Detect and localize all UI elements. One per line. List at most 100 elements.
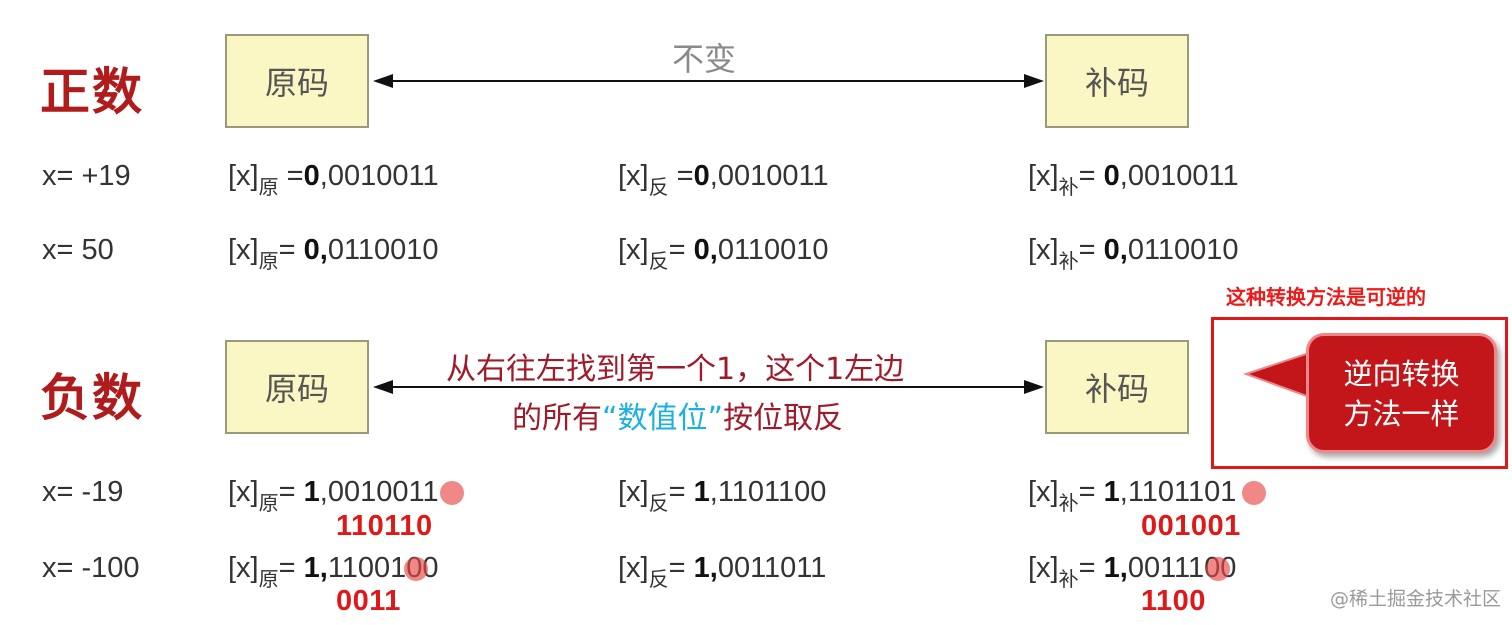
equals-sign: = — [278, 476, 304, 508]
first-one-highlight-icon — [404, 557, 428, 581]
sign-bit: 1, — [1103, 552, 1128, 584]
bracket-x: [x] — [1028, 160, 1059, 192]
ones-complement-expression: [x]反= 0,0110010 — [618, 234, 829, 273]
rule-highlight-value-bits: “数值位” — [602, 401, 724, 436]
subscript-original: 原 — [258, 249, 279, 273]
inverted-bits-annotation: 001001 — [1141, 510, 1241, 542]
sign-bit: 0 — [303, 160, 320, 192]
reversible-note-frame — [1211, 317, 1508, 469]
positive-original-code-box: 原码 — [225, 34, 369, 128]
bracket-x: [x] — [1028, 234, 1059, 266]
bracket-x: [x] — [618, 552, 649, 584]
sign-bit: 1, — [303, 552, 328, 584]
value-bits: 0110010 — [717, 234, 829, 266]
bracket-x: [x] — [228, 476, 259, 508]
negative-complement-code-box: 补码 — [1045, 340, 1189, 434]
subscript-inverse: 反 — [648, 567, 669, 591]
sign-bit: 1, — [693, 552, 718, 584]
subscript-complement: 补 — [1058, 491, 1079, 515]
value-bits: ,1101101 — [1119, 476, 1237, 508]
subscript-inverse: 反 — [648, 249, 669, 273]
value-bits: 0110010 — [327, 234, 439, 266]
reversible-note-title: 这种转换方法是可逆的 — [1226, 285, 1426, 309]
positive-complement-code-box: 补码 — [1045, 34, 1189, 128]
bracket-x: [x] — [618, 234, 649, 266]
rule-text-a: 的所有 — [512, 401, 602, 436]
arrow-right-head-icon — [1024, 380, 1044, 394]
rule-text-c: 按位取反 — [723, 401, 844, 436]
ones-complement-expression: [x]反 =0,0010011 — [618, 160, 829, 199]
equals-sign: = — [668, 160, 694, 192]
arrow-shaft — [390, 386, 1026, 388]
sign-bit: 0, — [303, 234, 328, 266]
value-bits: ,1101100 — [709, 476, 827, 508]
inverted-bits-annotation: 110110 — [336, 510, 433, 542]
equals-sign: = — [278, 552, 304, 584]
reverse-conversion-callout: 逆向转换 方法一样 — [1306, 333, 1497, 453]
original-code-expression: [x]原= 1,0010011 — [228, 476, 439, 515]
subscript-complement: 补 — [1058, 567, 1079, 591]
equals-sign: = — [1078, 234, 1104, 266]
twos-complement-expression: [x]补= 0,0110010 — [1028, 234, 1239, 273]
subscript-original: 原 — [258, 491, 279, 515]
row-x-value: x= +19 — [42, 160, 131, 192]
negative-rule-line-1: 从右往左找到第一个1，这个1左边 — [446, 352, 905, 387]
bracket-x: [x] — [618, 160, 649, 192]
equals-sign: = — [1078, 160, 1104, 192]
bracket-x: [x] — [228, 552, 259, 584]
equals-sign: = — [1078, 476, 1104, 508]
arrow-left-head-icon — [373, 74, 393, 88]
equals-sign: = — [278, 234, 304, 266]
equals-sign: = — [668, 476, 694, 508]
equals-sign: = — [1078, 552, 1104, 584]
arrow-left-head-icon — [373, 380, 393, 394]
bracket-x: [x] — [1028, 552, 1059, 584]
subscript-original: 原 — [258, 567, 279, 591]
sign-bit: 1 — [303, 476, 320, 508]
equals-sign: = — [278, 160, 304, 192]
arrow-right-head-icon — [1024, 74, 1044, 88]
row-x-value: x= -19 — [42, 476, 124, 508]
sign-bit: 0, — [1103, 234, 1128, 266]
first-one-highlight-icon — [1206, 557, 1230, 581]
arrow-shaft — [390, 80, 1026, 82]
watermark: @稀土掘金技术社区 — [1330, 588, 1502, 610]
sign-bit: 0, — [693, 234, 718, 266]
subscript-complement: 补 — [1058, 249, 1079, 273]
bracket-x: [x] — [1028, 476, 1059, 508]
inverted-bits-annotation: 0011 — [336, 585, 401, 617]
subscript-original: 原 — [258, 175, 279, 199]
value-bits: ,0010011 — [319, 476, 439, 508]
first-one-highlight-icon — [1242, 481, 1266, 505]
negative-original-code-box: 原码 — [225, 340, 369, 434]
positive-arrow-label: 不变 — [672, 40, 737, 78]
first-one-highlight-icon — [440, 481, 464, 505]
negative-rule-line-2: 的所有“数值位”按位取反 — [512, 393, 843, 437]
bracket-x: [x] — [228, 234, 259, 266]
subscript-complement: 补 — [1058, 175, 1079, 199]
equals-sign: = — [668, 552, 694, 584]
value-bits: ,0010011 — [1119, 160, 1239, 192]
negative-section-title: 负数 — [40, 369, 144, 427]
ones-complement-expression: [x]反= 1,1101100 — [618, 476, 827, 515]
original-code-expression: [x]原 =0,0010011 — [228, 160, 439, 199]
sign-bit: 1 — [693, 476, 710, 508]
value-bits: ,0010011 — [709, 160, 829, 192]
subscript-inverse: 反 — [648, 491, 669, 515]
sign-bit: 1 — [1103, 476, 1120, 508]
twos-complement-expression: [x]补= 0,0010011 — [1028, 160, 1239, 199]
positive-section-title: 正数 — [40, 63, 144, 121]
equals-sign: = — [668, 234, 694, 266]
sign-bit: 0 — [1103, 160, 1120, 192]
callout-line-2: 方法一样 — [1343, 397, 1460, 431]
row-x-value: x= 50 — [42, 234, 114, 266]
value-bits: 0110010 — [1127, 234, 1239, 266]
twos-complement-expression: [x]补= 1,1101101 — [1028, 476, 1237, 515]
callout-line-1: 逆向转换 — [1343, 357, 1460, 391]
value-bits: ,0010011 — [319, 160, 439, 192]
sign-bit: 0 — [693, 160, 710, 192]
original-code-expression: [x]原= 0,0110010 — [228, 234, 439, 273]
bracket-x: [x] — [228, 160, 259, 192]
ones-complement-expression: [x]反= 1,0011011 — [618, 552, 826, 591]
subscript-inverse: 反 — [648, 175, 669, 199]
